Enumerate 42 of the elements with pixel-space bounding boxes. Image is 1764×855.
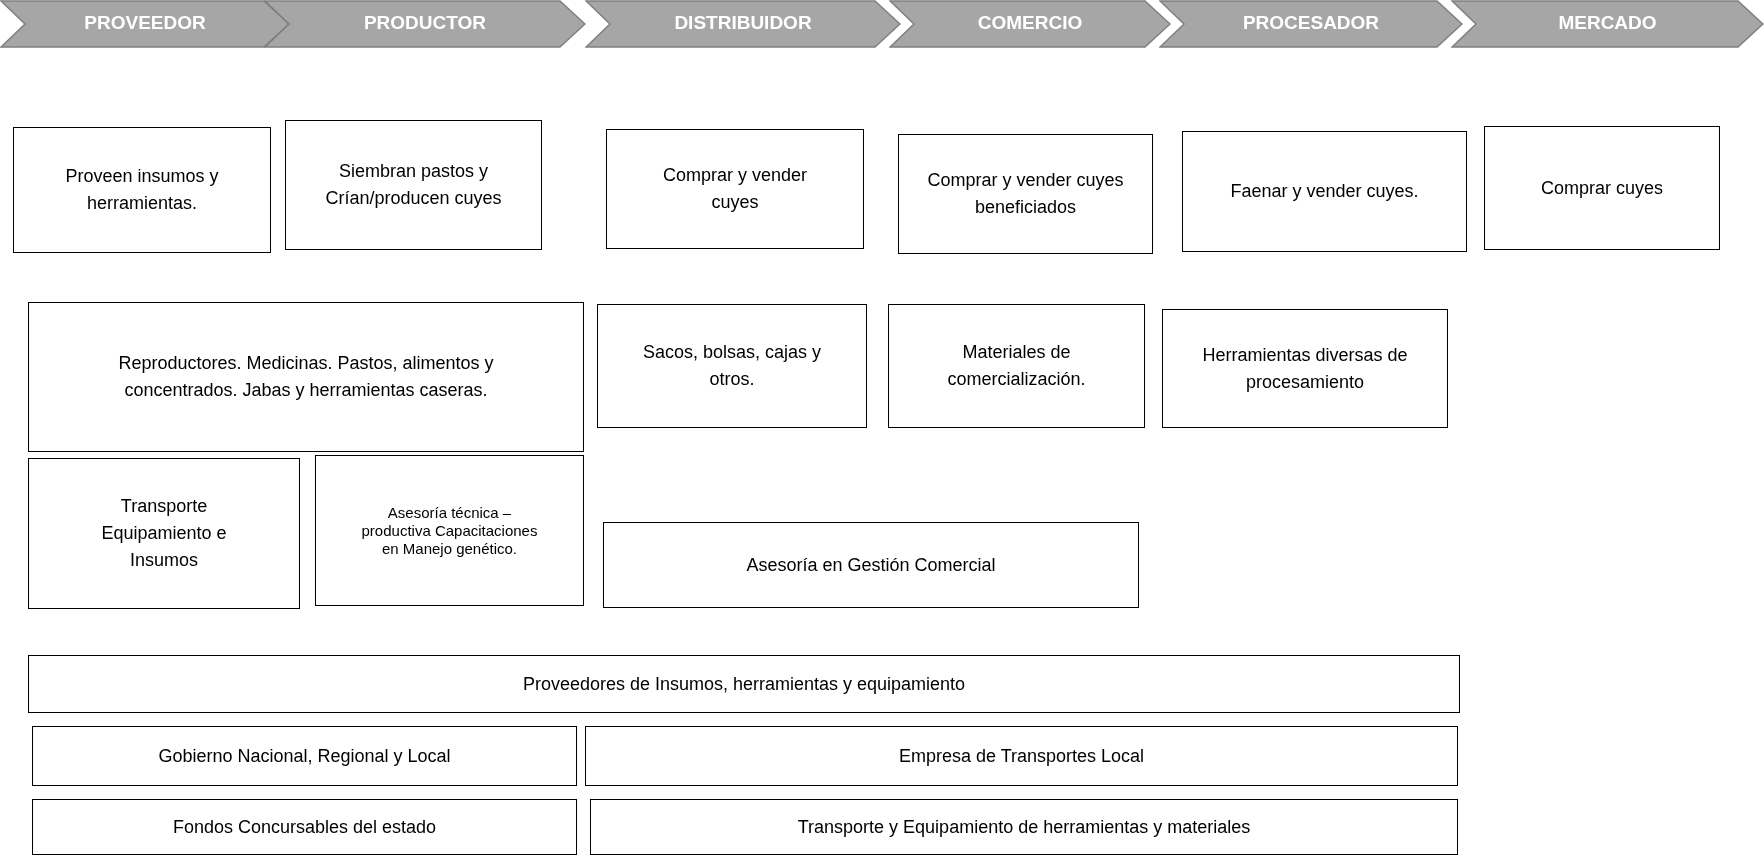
text-panel <box>898 134 1153 254</box>
stage-label: MERCADO <box>1557 12 1658 34</box>
panel-text: Comprar y vender cuyes beneficiados <box>926 169 1125 219</box>
text-panel <box>888 304 1145 428</box>
text-panel <box>32 799 577 855</box>
panel-text: Empresa de Transportes Local <box>898 744 1145 768</box>
panel-text: Asesoría técnica – productiva Capacitaciones en Manejo genético. <box>360 503 539 558</box>
text-panel <box>585 726 1458 786</box>
text-panel <box>28 655 1460 713</box>
text-panel <box>597 304 867 428</box>
text-panel <box>32 726 577 786</box>
panel-text: Transporte y Equipamiento de herramientas y materiales <box>797 815 1251 839</box>
panel-text: Proveedores de Insumos, herramientas y equipamiento <box>522 672 966 696</box>
text-panel <box>28 302 584 452</box>
text-panel <box>1182 131 1467 252</box>
stage-label: PROCESADOR <box>1241 12 1381 34</box>
panel-text: Proveen insumos y herramientas. <box>64 165 220 215</box>
stage-label: COMERCIO <box>976 12 1084 34</box>
panel-text: Comprar y vender cuyes <box>661 164 809 214</box>
text-panel <box>590 799 1458 855</box>
stage-label: PRODUCTOR <box>362 12 488 34</box>
text-panel <box>603 522 1139 608</box>
stage-label: PROVEEDOR <box>83 12 207 34</box>
text-panel <box>28 458 300 609</box>
panel-text: Siembran pastos y Crían/producen cuyes <box>324 160 503 210</box>
panel-text: Comprar cuyes <box>1540 176 1663 200</box>
panel-text: Fondos Concursables del estado <box>172 815 437 839</box>
panel-text: Herramientas diversas de procesamiento <box>1201 343 1409 394</box>
panel-text: Faenar y vender cuyes. <box>1230 180 1419 203</box>
text-panel <box>315 455 584 606</box>
panel-text: Asesoría en Gestión Comercial <box>746 553 996 577</box>
text-panel <box>1162 309 1448 428</box>
panel-text: Sacos, bolsas, cajas y otros. <box>641 341 823 391</box>
text-panel <box>1484 126 1720 250</box>
text-panel <box>285 120 542 250</box>
panel-text: Transporte Equipamiento e Insumos <box>100 495 228 572</box>
text-panel <box>606 129 864 249</box>
panel-text: Gobierno Nacional, Regional y Local <box>158 744 451 768</box>
text-panel <box>13 127 271 253</box>
panel-text: Materiales de comercialización. <box>946 341 1087 391</box>
stage-label: DISTRIBUIDOR <box>673 12 813 34</box>
panel-text: Reproductores. Medicinas. Pastos, alimentos y concentrados. Jabas y herramientas caseras. <box>117 352 495 402</box>
